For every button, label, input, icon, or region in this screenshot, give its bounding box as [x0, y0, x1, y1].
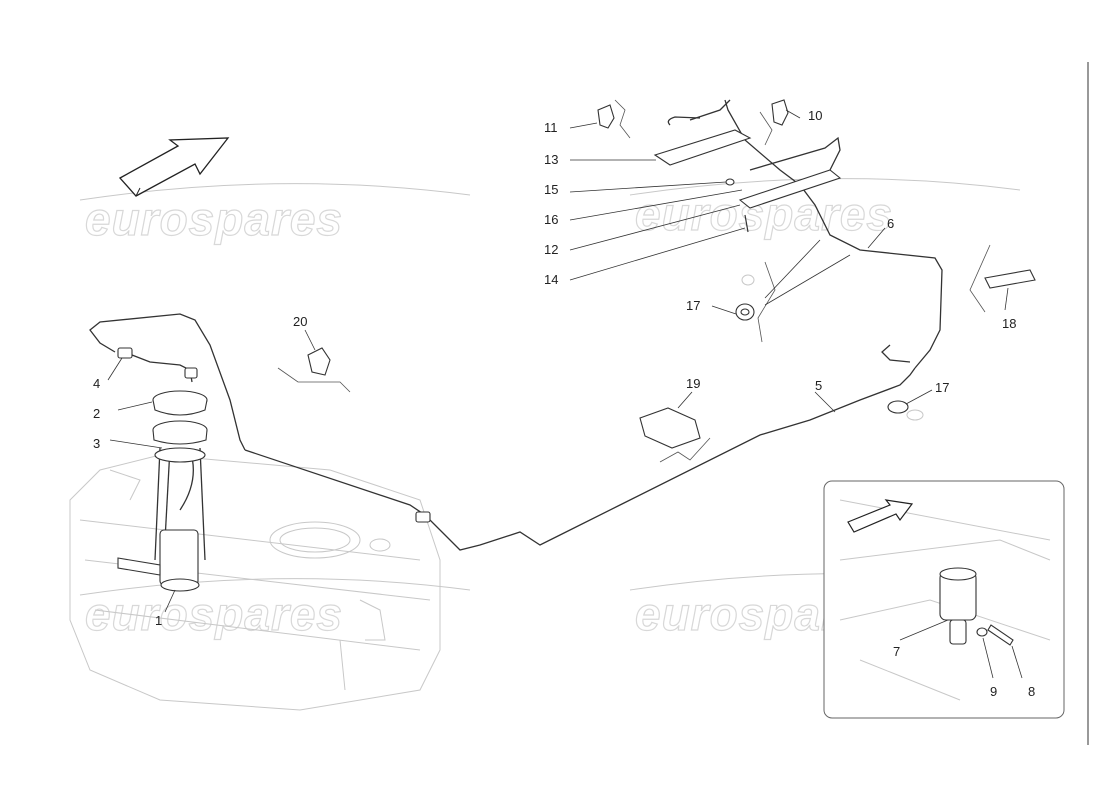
- fuel-line-5: [244, 367, 916, 551]
- callout-18: 18: [1002, 316, 1016, 331]
- bracket-marker: [277, 367, 351, 393]
- fuel-line-connector: [415, 511, 431, 523]
- callout-3: 3: [93, 436, 100, 451]
- direction-arrow: [118, 137, 230, 197]
- grommet-18: [984, 269, 1036, 289]
- bracket-marker: [969, 244, 991, 313]
- callout-6: 6: [887, 216, 894, 231]
- callout-13: 13: [544, 152, 558, 167]
- bracket-marker: [759, 111, 773, 146]
- fuel-pump-pipe: [89, 313, 246, 451]
- bracket-marker: [757, 261, 776, 343]
- callout-2: 2: [93, 406, 100, 421]
- callout-4: 4: [93, 376, 100, 391]
- bracket-marker: [614, 99, 631, 139]
- callout-1: 1: [155, 613, 162, 628]
- leader-lines: [107, 109, 1023, 679]
- callout-14: 14: [544, 272, 558, 287]
- callout-16: 16: [544, 212, 558, 227]
- callout-17-upper: 17: [686, 298, 700, 313]
- clip-10: [771, 99, 789, 126]
- callout-9: 9: [990, 684, 997, 699]
- clamp-17-upper: [735, 274, 755, 321]
- callout-15: 15: [544, 182, 558, 197]
- inset-detail: [823, 480, 1065, 719]
- callout-12: 12: [544, 242, 558, 257]
- callout-19: 19: [686, 376, 700, 391]
- watermark-top-left: eurospares: [85, 193, 343, 245]
- callout-5: 5: [815, 378, 822, 393]
- clamp-17-lower: [887, 400, 924, 421]
- clip-11: [597, 104, 615, 129]
- bracket-marker: [659, 437, 711, 463]
- callout-11: 11: [544, 120, 558, 135]
- fuel-pump-assembly: [117, 390, 208, 592]
- callout-8: 8: [1028, 684, 1035, 699]
- watermark-swoosh: [79, 578, 471, 596]
- fuel-tank-outline: [69, 454, 441, 711]
- valve-20: [307, 347, 331, 376]
- callout-17-lower: 17: [935, 380, 949, 395]
- callout-labels: 1 2 3 4 5 6 7 8 9 10 11 12 13 14 15 16 1…: [93, 108, 1035, 699]
- callout-7: 7: [893, 644, 900, 659]
- fuel-line-loop: [881, 344, 911, 363]
- callout-20: 20: [293, 314, 307, 329]
- bracket-19: [639, 407, 701, 449]
- inset-direction-arrow: [847, 499, 914, 533]
- callout-10: 10: [808, 108, 822, 123]
